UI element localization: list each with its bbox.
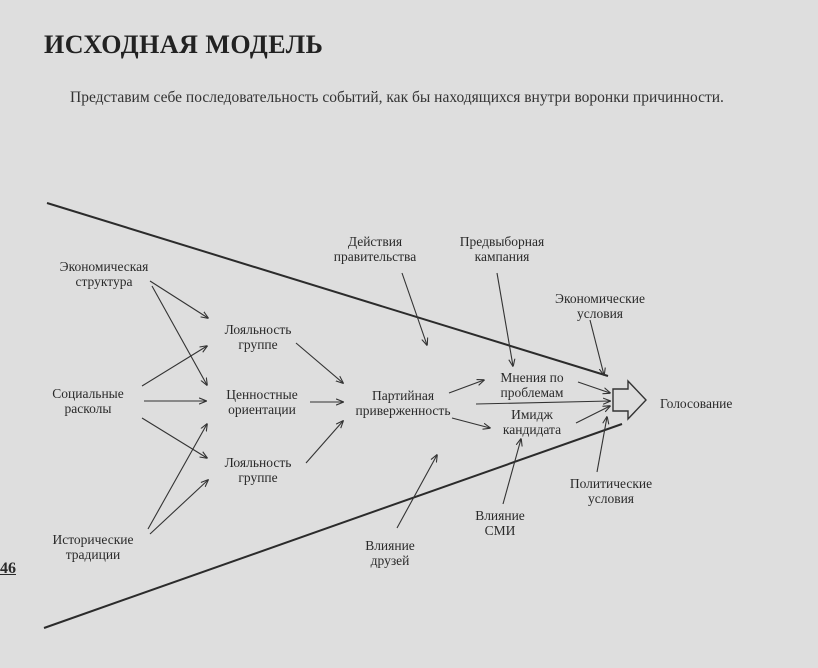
arrow-political-conditions-to-vote bbox=[596, 417, 607, 473]
arrow-hist-to-loyalty-bottom bbox=[149, 480, 208, 535]
arrow-party-to-issues bbox=[448, 380, 484, 394]
arrow-mid-to-vote bbox=[475, 401, 610, 404]
page-title: ИСХОДНАЯ МОДЕЛЬ bbox=[44, 30, 324, 59]
intro-paragraph: Представим себе последовательность событ… bbox=[70, 89, 724, 106]
funnel-upper-boundary bbox=[46, 202, 609, 377]
arrow-media-to-image bbox=[502, 439, 521, 505]
arrow-party-to-image bbox=[451, 417, 490, 428]
arrow-loyalty-top-to-party bbox=[295, 342, 343, 383]
arrow-campaign-to-issues bbox=[496, 272, 513, 366]
arrow-government-to-funnel bbox=[401, 272, 427, 345]
arrow-econ-conditions-to-vote bbox=[589, 319, 604, 375]
arrow-econ-to-values bbox=[151, 285, 207, 385]
arrow-social-to-loyalty-bottom bbox=[141, 417, 207, 458]
node-voting: Голосование bbox=[660, 396, 733, 411]
page-number: 46 bbox=[0, 560, 16, 577]
arrow-econ-to-loyalty-top bbox=[149, 280, 208, 318]
arrow-image-to-vote bbox=[575, 406, 610, 424]
funnel-lower-boundary bbox=[43, 423, 623, 629]
arrow-issues-to-vote bbox=[577, 381, 610, 393]
arrow-social-to-loyalty-top bbox=[141, 346, 207, 387]
arrow-loyalty-bottom-to-party bbox=[305, 421, 343, 464]
arrow-friends-to-funnel bbox=[396, 455, 437, 529]
outcome-arrow bbox=[612, 379, 647, 421]
arrow-hist-to-values bbox=[147, 424, 207, 530]
